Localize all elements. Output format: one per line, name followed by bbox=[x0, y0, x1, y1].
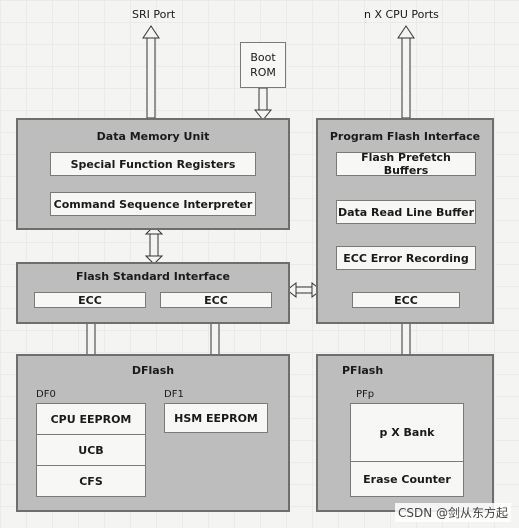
df1-label: DF1 bbox=[164, 389, 184, 400]
dflash: DFlash DF0 DF1 CPU EEPROM UCB CFS HSM EE… bbox=[16, 354, 290, 512]
program-flash-interface: Program Flash Interface Flash Prefetch B… bbox=[316, 118, 494, 324]
watermark: CSDN @剑从东方起 bbox=[394, 503, 511, 522]
dflash-title: DFlash bbox=[131, 364, 175, 377]
flash-standard-interface: Flash Standard Interface ECC ECC bbox=[16, 262, 290, 324]
cpu-ports-label: n X CPU Ports bbox=[364, 8, 439, 21]
program-flash-interface-title: Program Flash Interface bbox=[329, 130, 481, 143]
pflash-title: PFlash bbox=[342, 364, 384, 377]
dmu-fsi-arrow bbox=[149, 231, 159, 259]
fsi-ecc-left: ECC bbox=[34, 292, 146, 308]
pfp-box: p X Bank Erase Counter bbox=[350, 403, 464, 497]
cfs: CFS bbox=[37, 465, 145, 496]
command-sequence-interpreter: Command Sequence Interpreter bbox=[50, 192, 256, 216]
sri-port-arrow bbox=[146, 35, 156, 119]
p-x-bank: p X Bank bbox=[379, 426, 435, 440]
boot-rom-box: Boot ROM bbox=[240, 42, 286, 88]
boot-rom-line1: Boot bbox=[250, 51, 276, 64]
cpu-ports-arrow bbox=[401, 35, 411, 119]
boot-rom-line2: ROM bbox=[250, 66, 276, 79]
sri-port-label: SRI Port bbox=[132, 8, 176, 21]
data-memory-unit: Data Memory Unit Special Function Regist… bbox=[16, 118, 290, 230]
pfp-label: PFp bbox=[356, 389, 375, 400]
pflash: PFlash PFp p X Bank Erase Counter bbox=[316, 354, 494, 512]
flash-standard-interface-title: Flash Standard Interface bbox=[75, 270, 231, 283]
erase-counter: Erase Counter bbox=[351, 461, 463, 496]
df0-label: DF0 bbox=[36, 389, 56, 400]
pfi-ecc: ECC bbox=[352, 292, 460, 308]
boot-rom-arrow bbox=[258, 87, 268, 113]
ucb: UCB bbox=[37, 434, 145, 465]
special-function-registers: Special Function Registers bbox=[50, 152, 256, 176]
ecc-error-recording: ECC Error Recording bbox=[336, 246, 476, 270]
fsi-ecc-right: ECC bbox=[160, 292, 272, 308]
data-memory-unit-title: Data Memory Unit bbox=[96, 130, 210, 143]
df0-box: CPU EEPROM UCB CFS bbox=[36, 403, 146, 497]
hsm-eeprom: HSM EEPROM bbox=[164, 403, 268, 433]
data-read-line-buffer: Data Read Line Buffer bbox=[336, 200, 476, 224]
cpu-eeprom: CPU EEPROM bbox=[50, 412, 132, 426]
flash-prefetch-buffers: Flash Prefetch Buffers bbox=[336, 151, 476, 177]
